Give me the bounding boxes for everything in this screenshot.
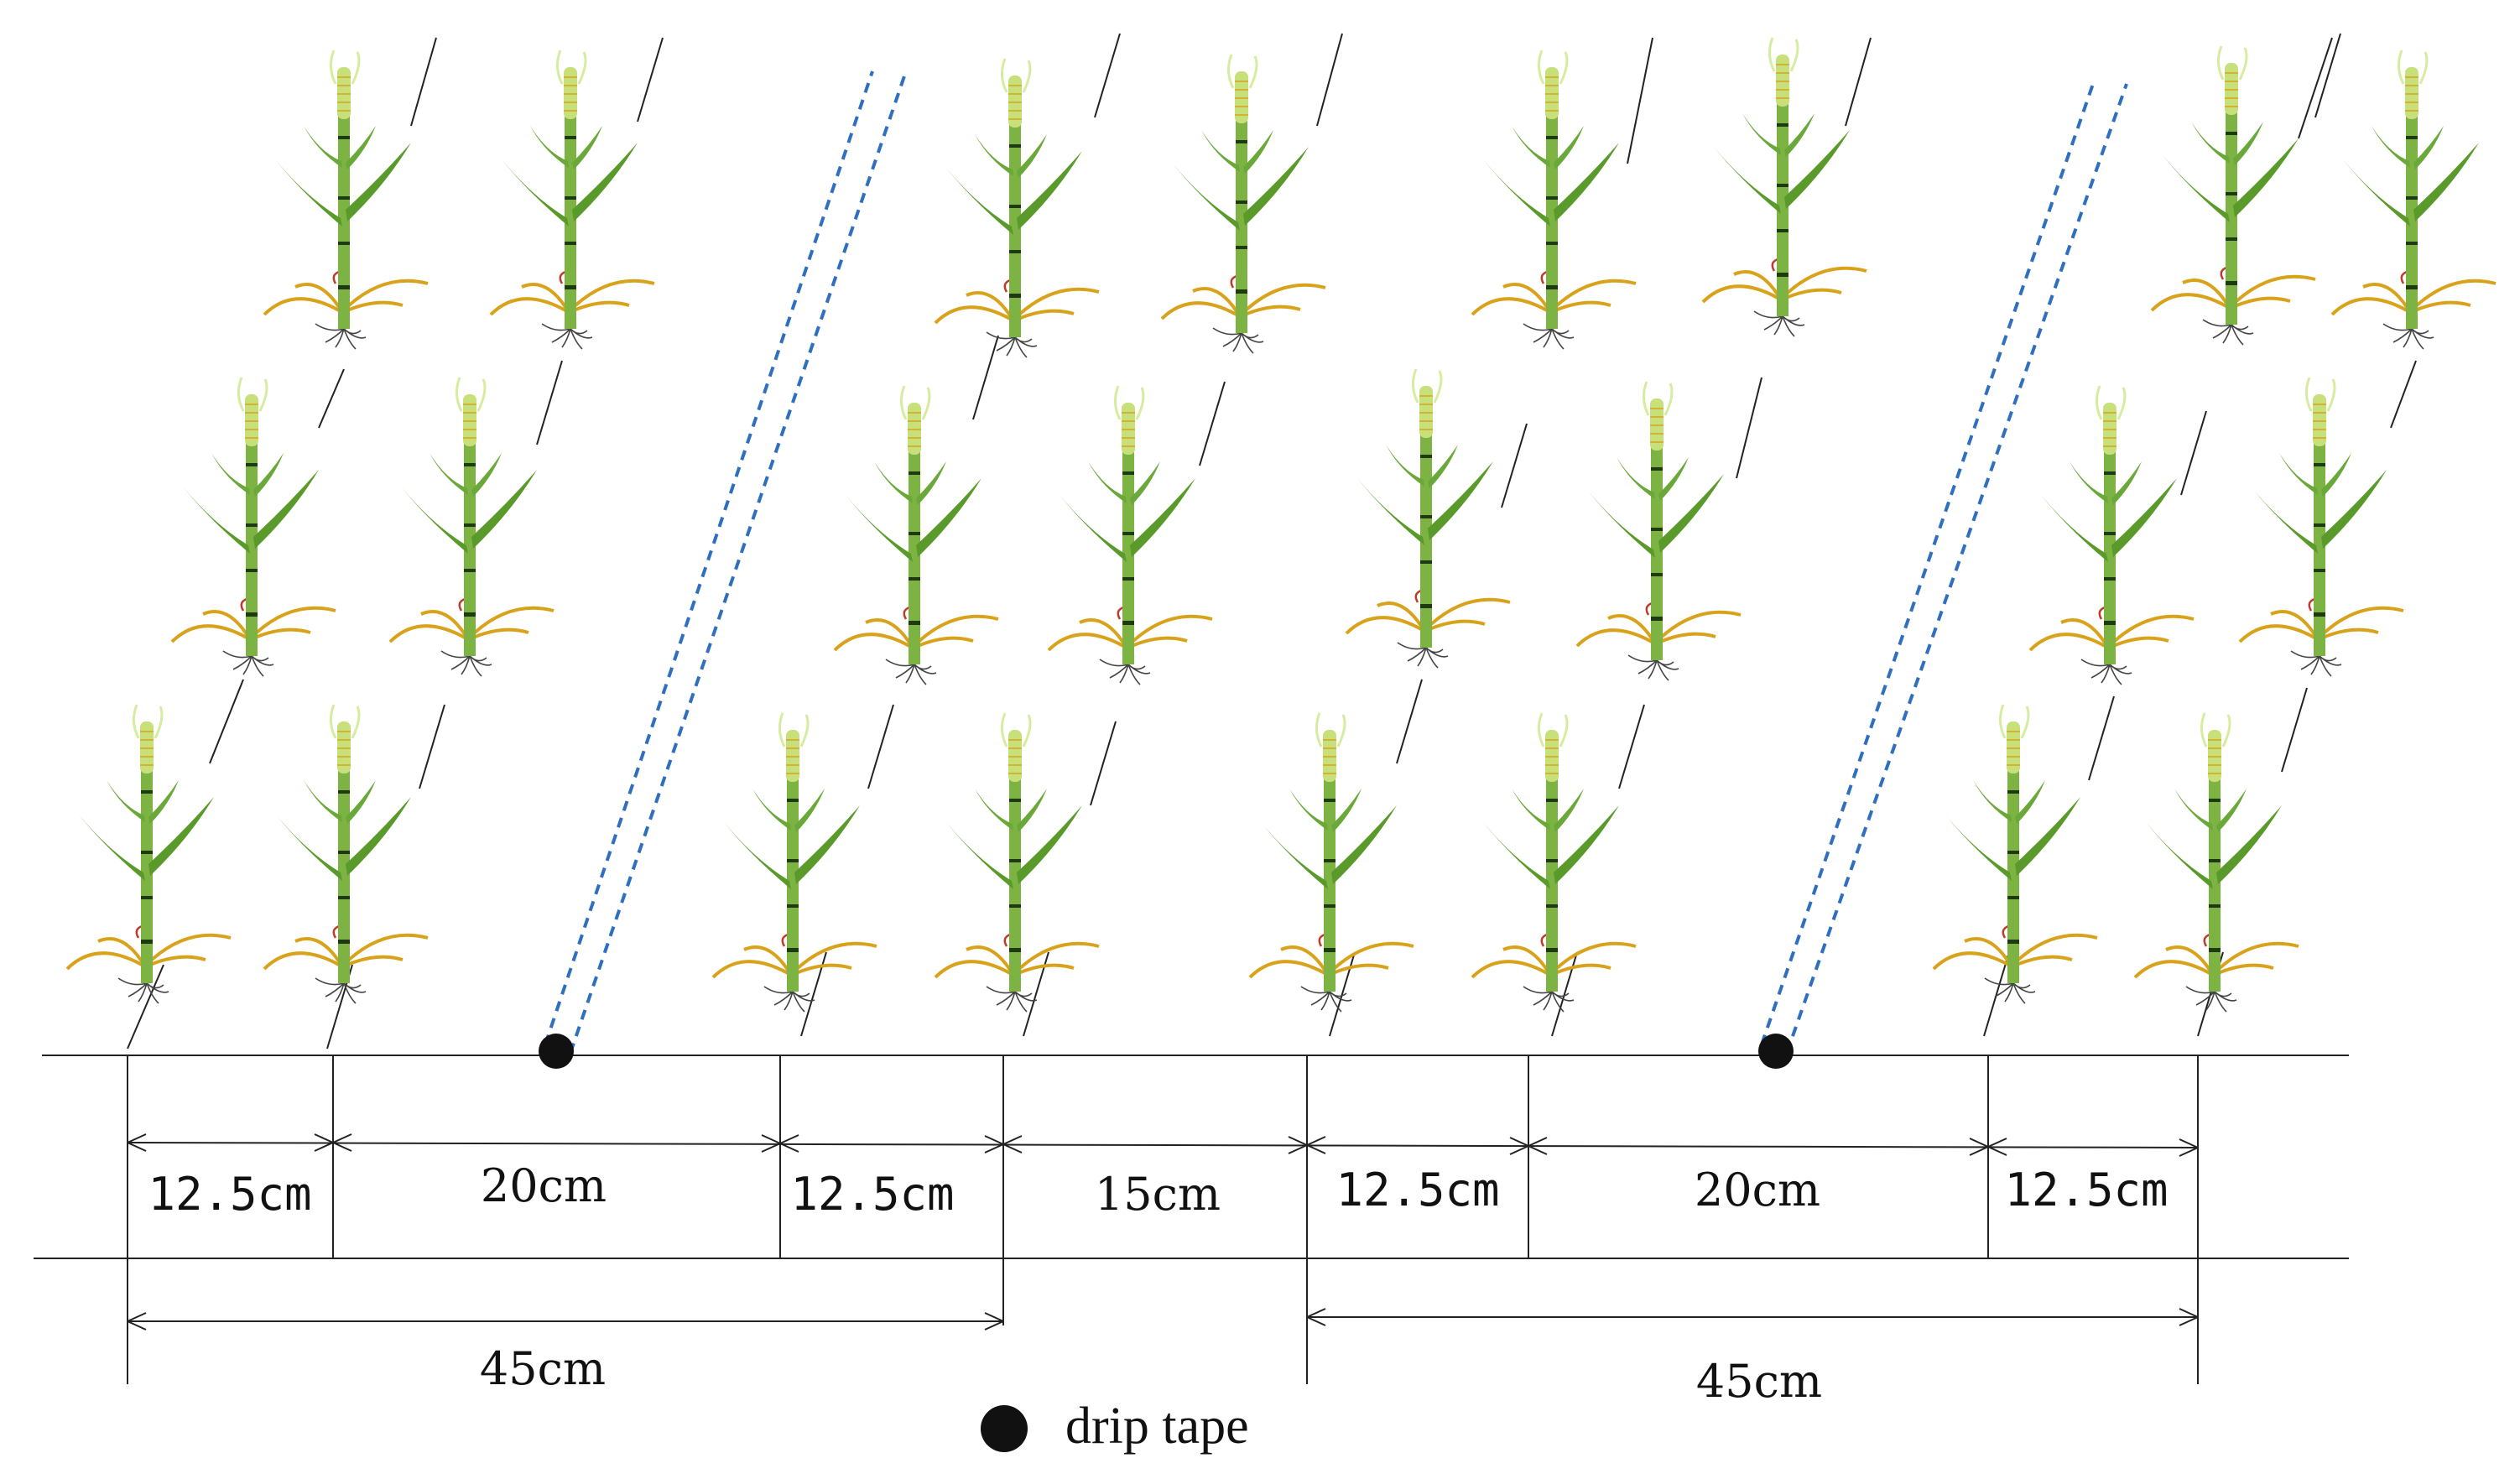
corn-plant-icon: [833, 384, 1000, 686]
corn-plant-icon: [934, 711, 1101, 1013]
total-label: 45cm: [480, 1342, 606, 1395]
corn-plant-icon: [1471, 49, 1637, 351]
corn-plant-icon: [711, 711, 878, 1013]
segment-label: 12.5cm: [2004, 1164, 2168, 1216]
legend-label: drip tape: [1065, 1398, 1249, 1455]
corn-plant-icon: [489, 49, 656, 351]
segment-label: 20cm: [481, 1159, 607, 1212]
corn-plant-icon: [934, 57, 1101, 359]
drip-tape-icon: [1758, 1034, 1794, 1069]
corn-plant-icon: [1701, 36, 1868, 338]
drip-tape-icon: [981, 1405, 1028, 1452]
segment-label: 12.5cm: [1335, 1164, 1499, 1216]
corn-plant-icon: [263, 703, 430, 1005]
legend: drip tape: [981, 1398, 1249, 1455]
corn-plant-icon: [1160, 53, 1327, 355]
segment-label: 20cm: [1695, 1164, 1820, 1216]
drip-tape-lines: [544, 70, 2128, 1054]
corn-plant-icon: [2150, 44, 2317, 346]
corn-plant-icon: [1047, 384, 1214, 686]
dimension-arrows: [127, 1133, 2199, 1331]
corn-plant-icon: [1932, 703, 2099, 1005]
segment-label: 15cm: [1095, 1168, 1221, 1221]
corn-plant-icon: [2028, 384, 2195, 686]
corn-plant-icon: [1345, 367, 1512, 669]
corn-plant-icon: [2238, 376, 2405, 678]
total-labels: 45cm 45cm: [480, 1342, 1822, 1408]
corn-plant-icon: [1248, 711, 1415, 1013]
corn-plant-icon: [170, 376, 337, 678]
drip-tape-markers: [539, 1034, 1794, 1069]
corn-plant-icon: [1471, 711, 1637, 1013]
segment-label: 12.5cm: [790, 1168, 954, 1221]
segment-labels: 12.5cm 20cm 12.5cm 15cm 12.5cm 20cm 12.5…: [148, 1159, 2168, 1221]
total-label: 45cm: [1696, 1355, 1822, 1408]
corn-plants: [65, 36, 2497, 1013]
corn-plant-icon: [2330, 49, 2497, 351]
corn-plant-icon: [65, 703, 232, 1005]
dimension-frame: [34, 1055, 2349, 1384]
corn-plant-icon: [263, 49, 430, 351]
corn-plant-icon: [1575, 380, 1742, 682]
corn-plant-icon: [388, 376, 555, 678]
segment-label: 12.5cm: [148, 1168, 311, 1221]
drip-tape-icon: [539, 1034, 574, 1069]
corn-plant-icon: [2133, 711, 2300, 1013]
